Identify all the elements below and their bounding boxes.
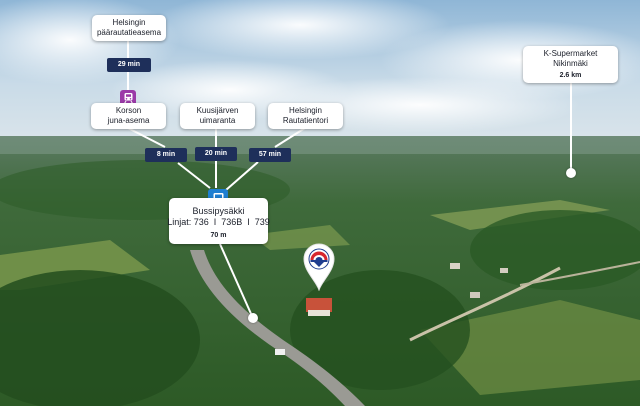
kuusijarvi-name-2: uimaranta bbox=[199, 116, 236, 125]
supermarket-distance: 2.6 km bbox=[559, 71, 582, 79]
supermarket-marker bbox=[566, 168, 576, 178]
helsinki-central-card: Helsingin päärautatieasema bbox=[92, 15, 166, 41]
supermarket-name-2: Nikinmäki bbox=[553, 58, 588, 68]
bus-stop-name: Bussipysäkki bbox=[192, 205, 245, 216]
helsinki-central-name-2: päärautatieasema bbox=[96, 28, 162, 37]
korso-station-time: 8 min bbox=[145, 148, 187, 162]
line-korso-to-pill bbox=[127, 127, 166, 148]
rautatientori-time: 57 min bbox=[249, 148, 291, 162]
line-rautatientori-to-bus bbox=[225, 161, 259, 191]
supermarket-card: K-Supermarket Nikinmäki 2.6 km bbox=[523, 46, 618, 83]
bus-stop-card: Bussipysäkki Linjat: 736 I 736B I 739 70… bbox=[167, 198, 270, 244]
kuusijarvi-name-1: Kuusijärven bbox=[196, 106, 239, 115]
bus-stop-distance: 70 m bbox=[210, 231, 227, 239]
supermarket-name-1: K-Supermarket bbox=[543, 48, 598, 58]
kuusijarvi-time: 20 min bbox=[195, 147, 237, 161]
line-korso-to-bus bbox=[177, 162, 211, 189]
korso-station-name-2: juna-asema bbox=[107, 116, 150, 125]
helsinki-central-name-1: Helsingin bbox=[112, 18, 146, 27]
korso-station-name-1: Korson bbox=[115, 106, 142, 115]
line-bus-card-to-stop bbox=[219, 243, 253, 317]
korso-station-card: Korson juna-asema bbox=[91, 103, 166, 129]
bus-stop-lines: Linjat: 736 I 736B I 739 bbox=[167, 216, 270, 227]
kuusijarvi-card: Kuusijärven uimaranta bbox=[180, 103, 255, 129]
train-icon bbox=[120, 90, 136, 106]
line-rautatientori-to-pill bbox=[274, 127, 306, 148]
house-pin-icon bbox=[303, 243, 335, 291]
rautatientori-name-1: Helsingin bbox=[289, 106, 322, 115]
rautatientori-card: Helsingin Rautatientori bbox=[268, 103, 343, 129]
rautatientori-name-2: Rautatientori bbox=[282, 116, 329, 125]
bus-stop-marker bbox=[248, 313, 258, 323]
helsinki-central-time: 29 min bbox=[107, 58, 151, 72]
